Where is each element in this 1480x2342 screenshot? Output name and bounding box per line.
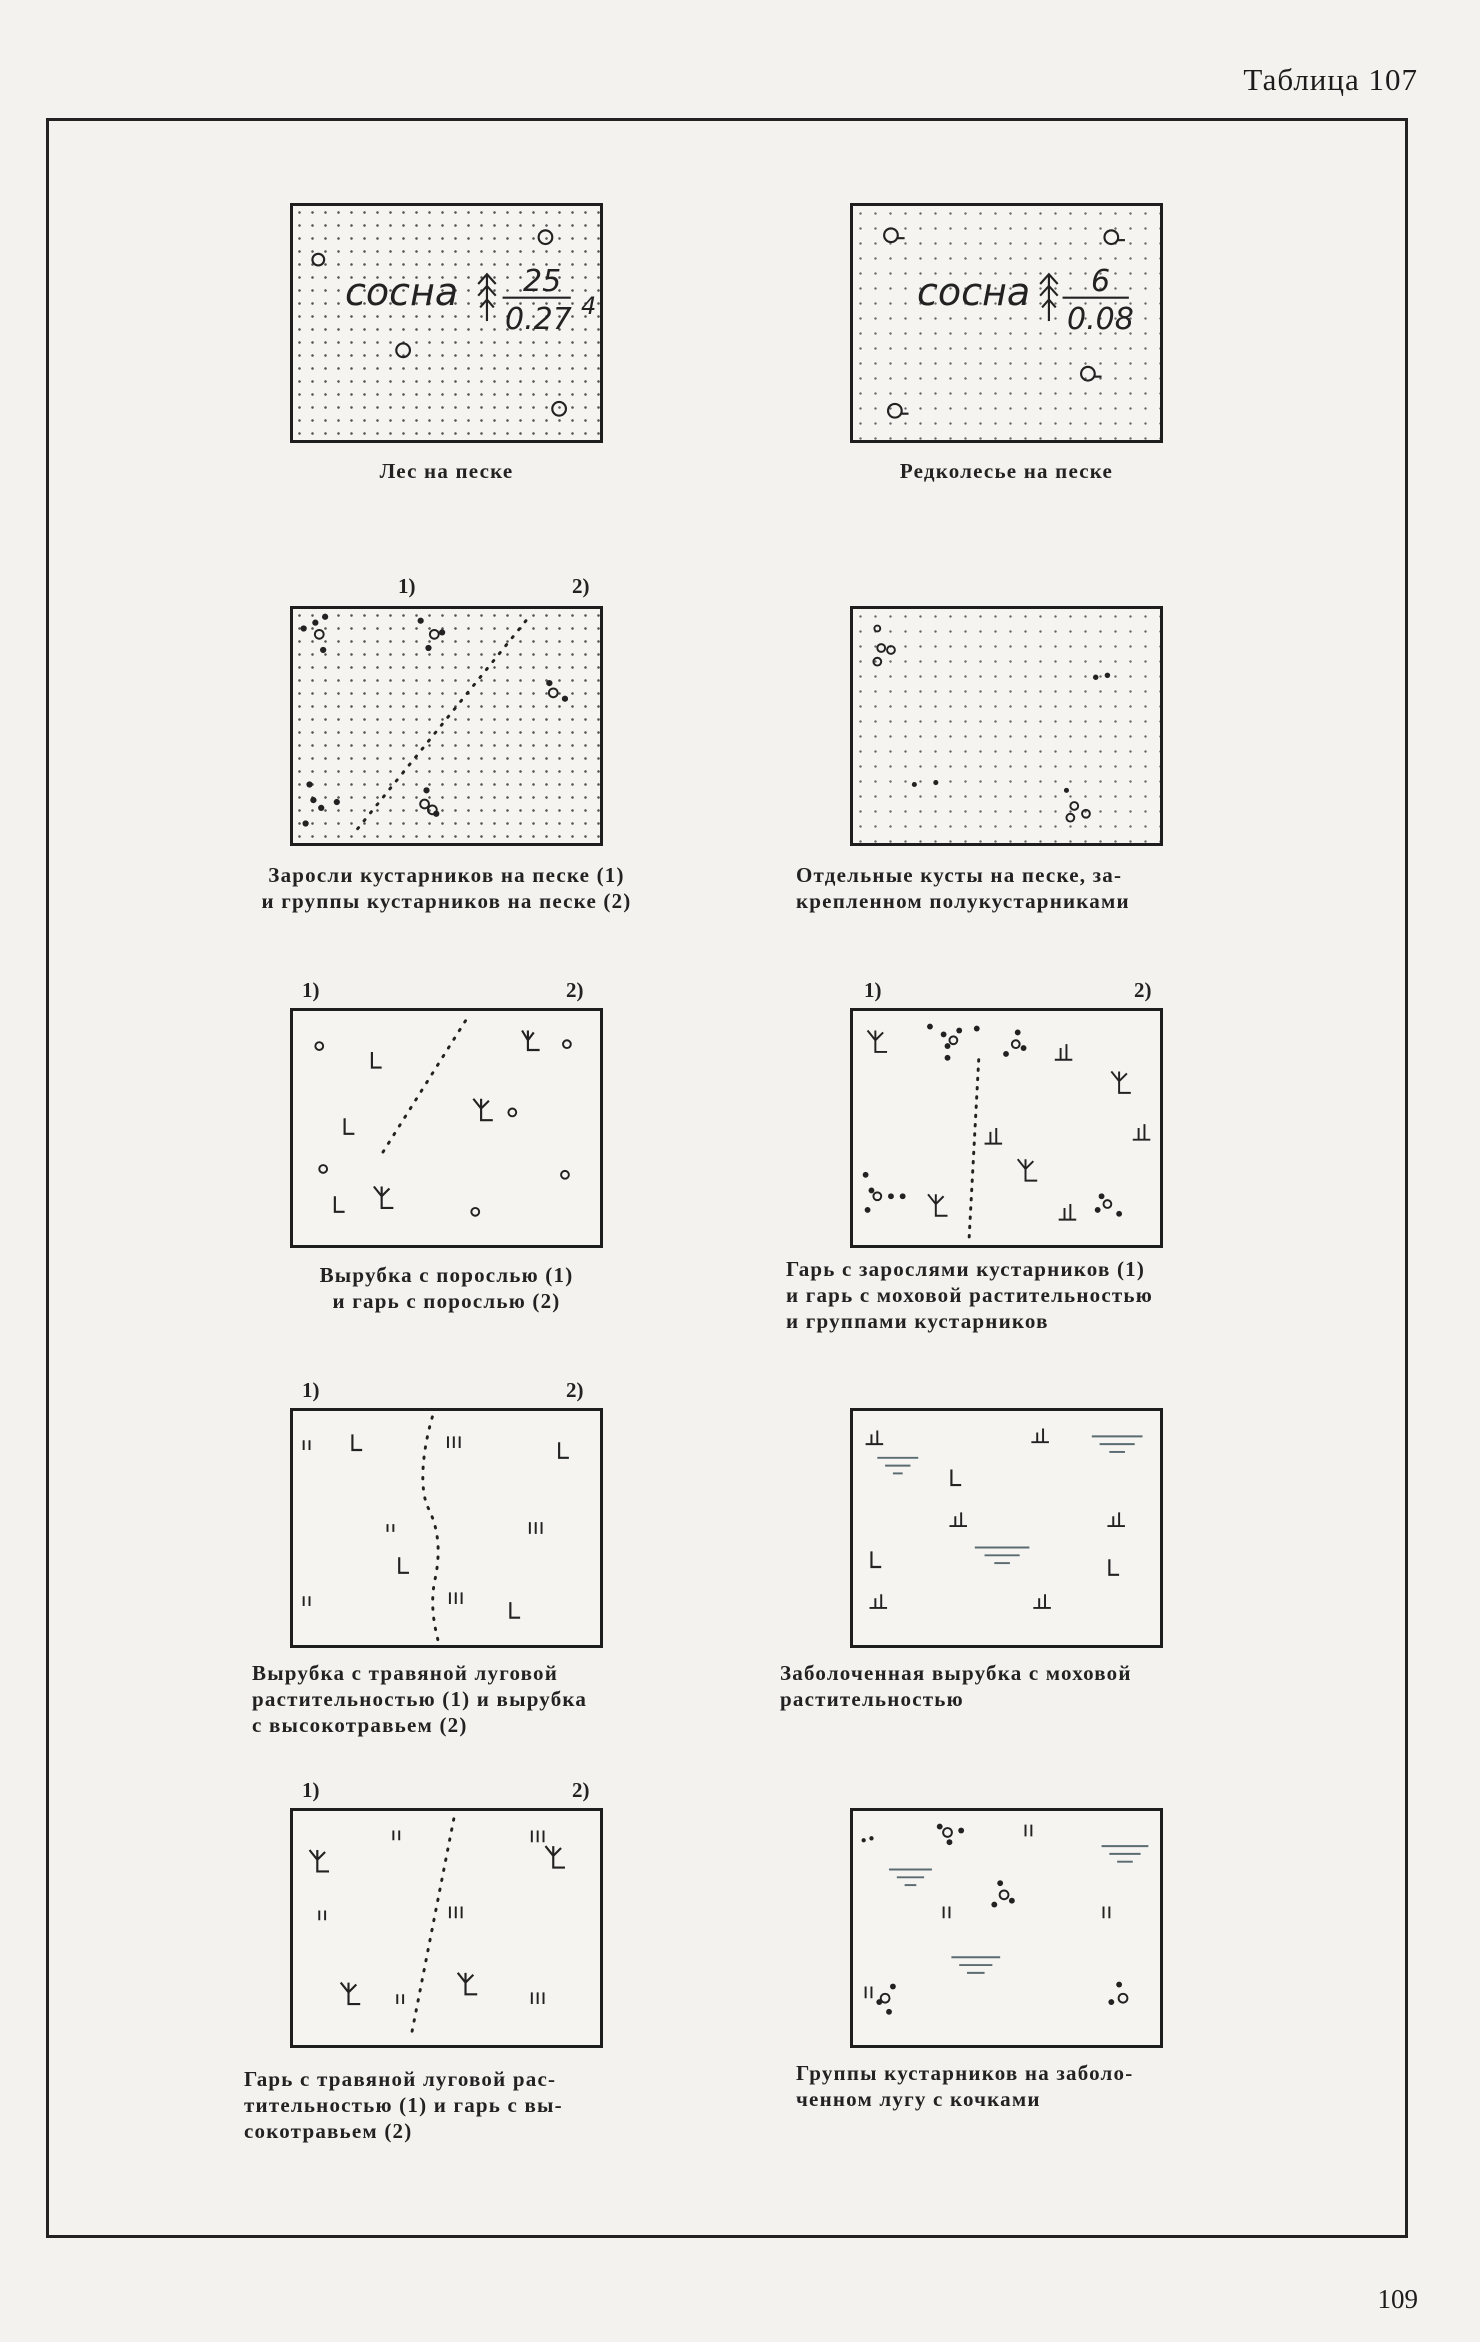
panel-single-bushes — [850, 606, 1163, 846]
panel-burn-with-thickets — [850, 1008, 1163, 1248]
formula-denominator: 0.27 — [505, 302, 572, 337]
single-bushes-symbols — [872, 624, 1111, 823]
forest-on-sand-symbols — [311, 229, 571, 417]
caption-burn-with-thickets: Гарь с зарослями кустарников (1) и гарь … — [786, 1257, 1153, 1333]
panel-burn-meadow — [290, 1808, 603, 2048]
caption-burn-meadow: Гарь с травяной луговой рас- тительность… — [244, 2067, 563, 2143]
label-1: 1) — [302, 978, 320, 1002]
panel-clearing-with-regrowth — [290, 1008, 603, 1248]
caption-shrubs-swampy-meadow: Группы кустарников на заболо- ченном луг… — [796, 2061, 1134, 2111]
label-2: 2) — [572, 574, 590, 598]
formula-denominator: 0.08 — [1067, 302, 1134, 337]
clearing-meadow-symbols — [302, 1415, 569, 1643]
panel-forest-on-sand: сосна 25 0.27 4 — [290, 203, 603, 443]
caption-swampy-clearing: Заболоченная вырубка с моховой раститель… — [780, 1661, 1132, 1711]
panel-shrubs-swampy-meadow — [850, 1808, 1163, 2048]
formula-species: сосна — [345, 270, 459, 314]
shrubs-swampy-meadow-symbols — [861, 1823, 1149, 2015]
caption-single-bushes: Отдельные кусты на песке, за- крепленном… — [796, 863, 1130, 913]
clearing-regrowth-symbols — [314, 1019, 572, 1217]
label-1: 1) — [302, 1778, 320, 1802]
label-1: 1) — [864, 978, 882, 1002]
page-number: 109 — [1377, 2284, 1419, 2314]
formula-numerator: 6 — [1091, 264, 1111, 299]
caption-shrub-thickets: Заросли кустарников на песке (1) и групп… — [261, 863, 632, 913]
burn-thickets-symbols — [862, 1023, 1151, 1243]
sparse-forest-symbols — [883, 227, 1129, 419]
formula-species: сосна — [917, 270, 1031, 314]
label-2: 2) — [566, 1378, 584, 1402]
caption-clearing-with-regrowth: Вырубка с порослью (1) и гарь с порослью… — [319, 1263, 574, 1313]
shrub-thickets-symbols — [300, 613, 569, 837]
table-frame — [46, 118, 1408, 2238]
label-2: 2) — [566, 978, 584, 1002]
label-1: 1) — [302, 1378, 320, 1402]
burn-meadow-symbols — [308, 1817, 565, 2039]
caption-clearing-meadow: Вырубка с травяной луговой растительност… — [252, 1661, 588, 1737]
table-label: Таблица 107 — [1243, 62, 1418, 97]
panel-clearing-meadow — [290, 1408, 603, 1648]
label-2: 2) — [572, 1778, 590, 1802]
panel-shrub-thickets — [290, 606, 603, 846]
formula-numerator: 25 — [523, 264, 562, 299]
formula-suffix: 4 — [581, 292, 597, 320]
panel-sparse-forest-on-sand: сосна 6 0.08 — [850, 203, 1163, 443]
caption-forest-on-sand: Лес на песке — [379, 459, 514, 483]
label-1: 1) — [398, 574, 416, 598]
label-2: 2) — [1134, 978, 1152, 1002]
caption-sparse-forest-on-sand: Редколесье на песке — [899, 459, 1114, 483]
panel-swampy-clearing — [850, 1408, 1163, 1648]
swampy-clearing-symbols — [865, 1428, 1143, 1609]
